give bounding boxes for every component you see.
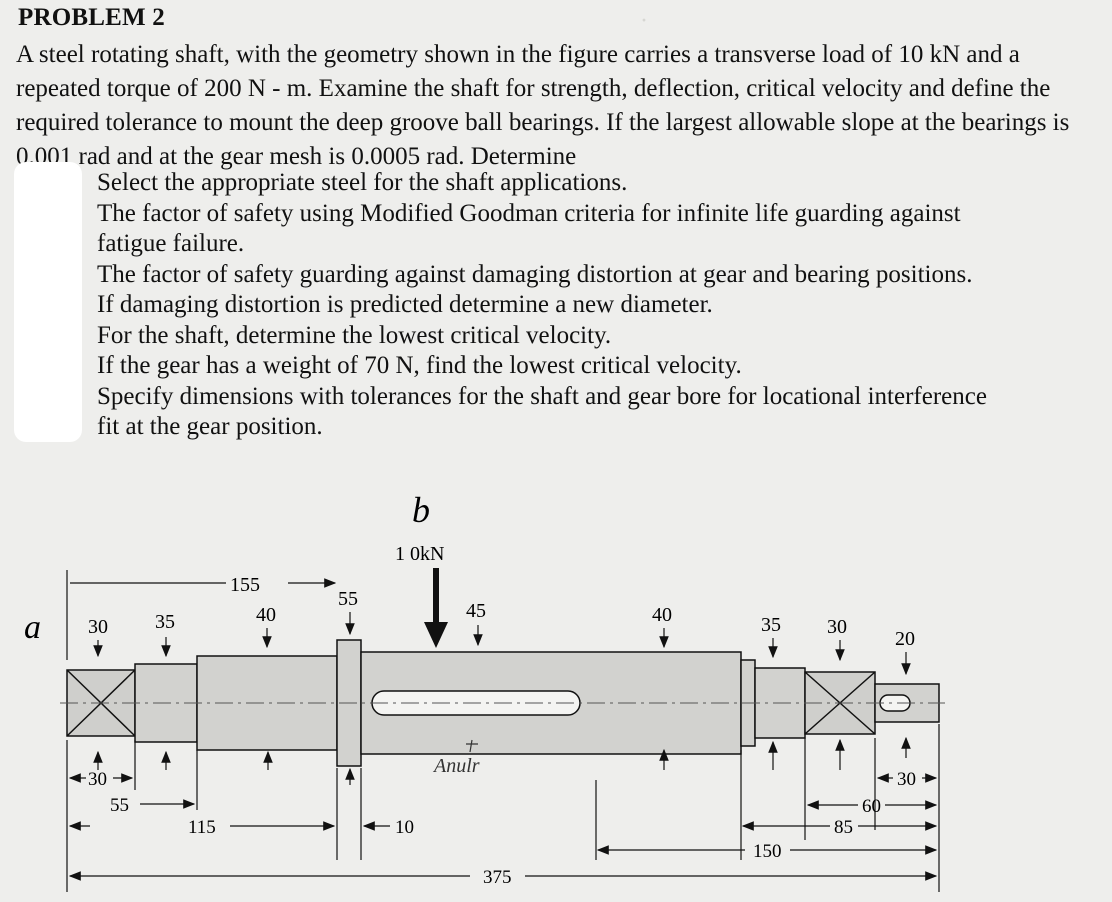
dim-d55: 55 xyxy=(338,588,358,610)
question-item: The factor of safety using Modified Good… xyxy=(97,199,961,227)
dim-d35-left: 35 xyxy=(155,611,175,633)
dim-l10: 10 xyxy=(395,817,414,838)
handwritten-note: Anulr xyxy=(432,755,480,777)
dim-l55: 55 xyxy=(110,795,129,816)
redaction-block xyxy=(14,162,82,442)
question-item: The factor of safety guarding against da… xyxy=(97,260,973,288)
problem-title: PROBLEM 2 xyxy=(18,4,165,31)
dim-l30-right: 30 xyxy=(897,769,916,790)
load-label: 1 0kN xyxy=(395,543,444,565)
handwritten-mark xyxy=(466,739,478,753)
dim-l85: 85 xyxy=(834,817,853,838)
problem-statement: A steel rotating shaft, with the geometr… xyxy=(16,41,1070,170)
dim-d45: 45 xyxy=(466,600,486,622)
dim-l60: 60 xyxy=(862,796,881,817)
dim-l375: 375 xyxy=(483,867,512,888)
bleed-through-text: · xyxy=(640,8,648,34)
shaft-drawing: b a 1 0kN 155 30 35 40 55 45 40 35 30 20 xyxy=(24,490,945,892)
question-item: Specify dimensions with tolerances for t… xyxy=(97,382,987,410)
question-item-continuation: fit at the gear position. xyxy=(97,413,323,440)
dim-d30-right: 30 xyxy=(827,616,847,638)
question-item-continuation: fatigue failure. xyxy=(97,230,245,257)
question-item: For the shaft, determine the lowest crit… xyxy=(97,321,612,349)
dim-d30-left: 30 xyxy=(88,616,108,638)
load-arrowhead xyxy=(424,622,448,648)
handwritten-a: a xyxy=(24,609,41,646)
dim-d40-right: 40 xyxy=(652,604,672,626)
dim-l115: 115 xyxy=(188,817,216,838)
dim-d35-right: 35 xyxy=(761,614,781,636)
question-list: Select the appropriate steel for the sha… xyxy=(97,168,1107,443)
question-item-continuation: If damaging distortion is predicted dete… xyxy=(97,291,713,318)
dim-155: 155 xyxy=(230,574,260,596)
handwritten-b: b xyxy=(412,490,430,530)
dim-l30-left: 30 xyxy=(88,769,107,790)
question-item: Select the appropriate steel for the sha… xyxy=(97,169,628,196)
dim-d40-left: 40 xyxy=(256,604,276,626)
question-item: If the gear has a weight of 70 N, find t… xyxy=(97,352,742,379)
lower-dimensions xyxy=(66,724,940,892)
dim-l150: 150 xyxy=(753,841,782,862)
reaction-arrows xyxy=(93,736,911,785)
dim-d20: 20 xyxy=(895,628,915,650)
